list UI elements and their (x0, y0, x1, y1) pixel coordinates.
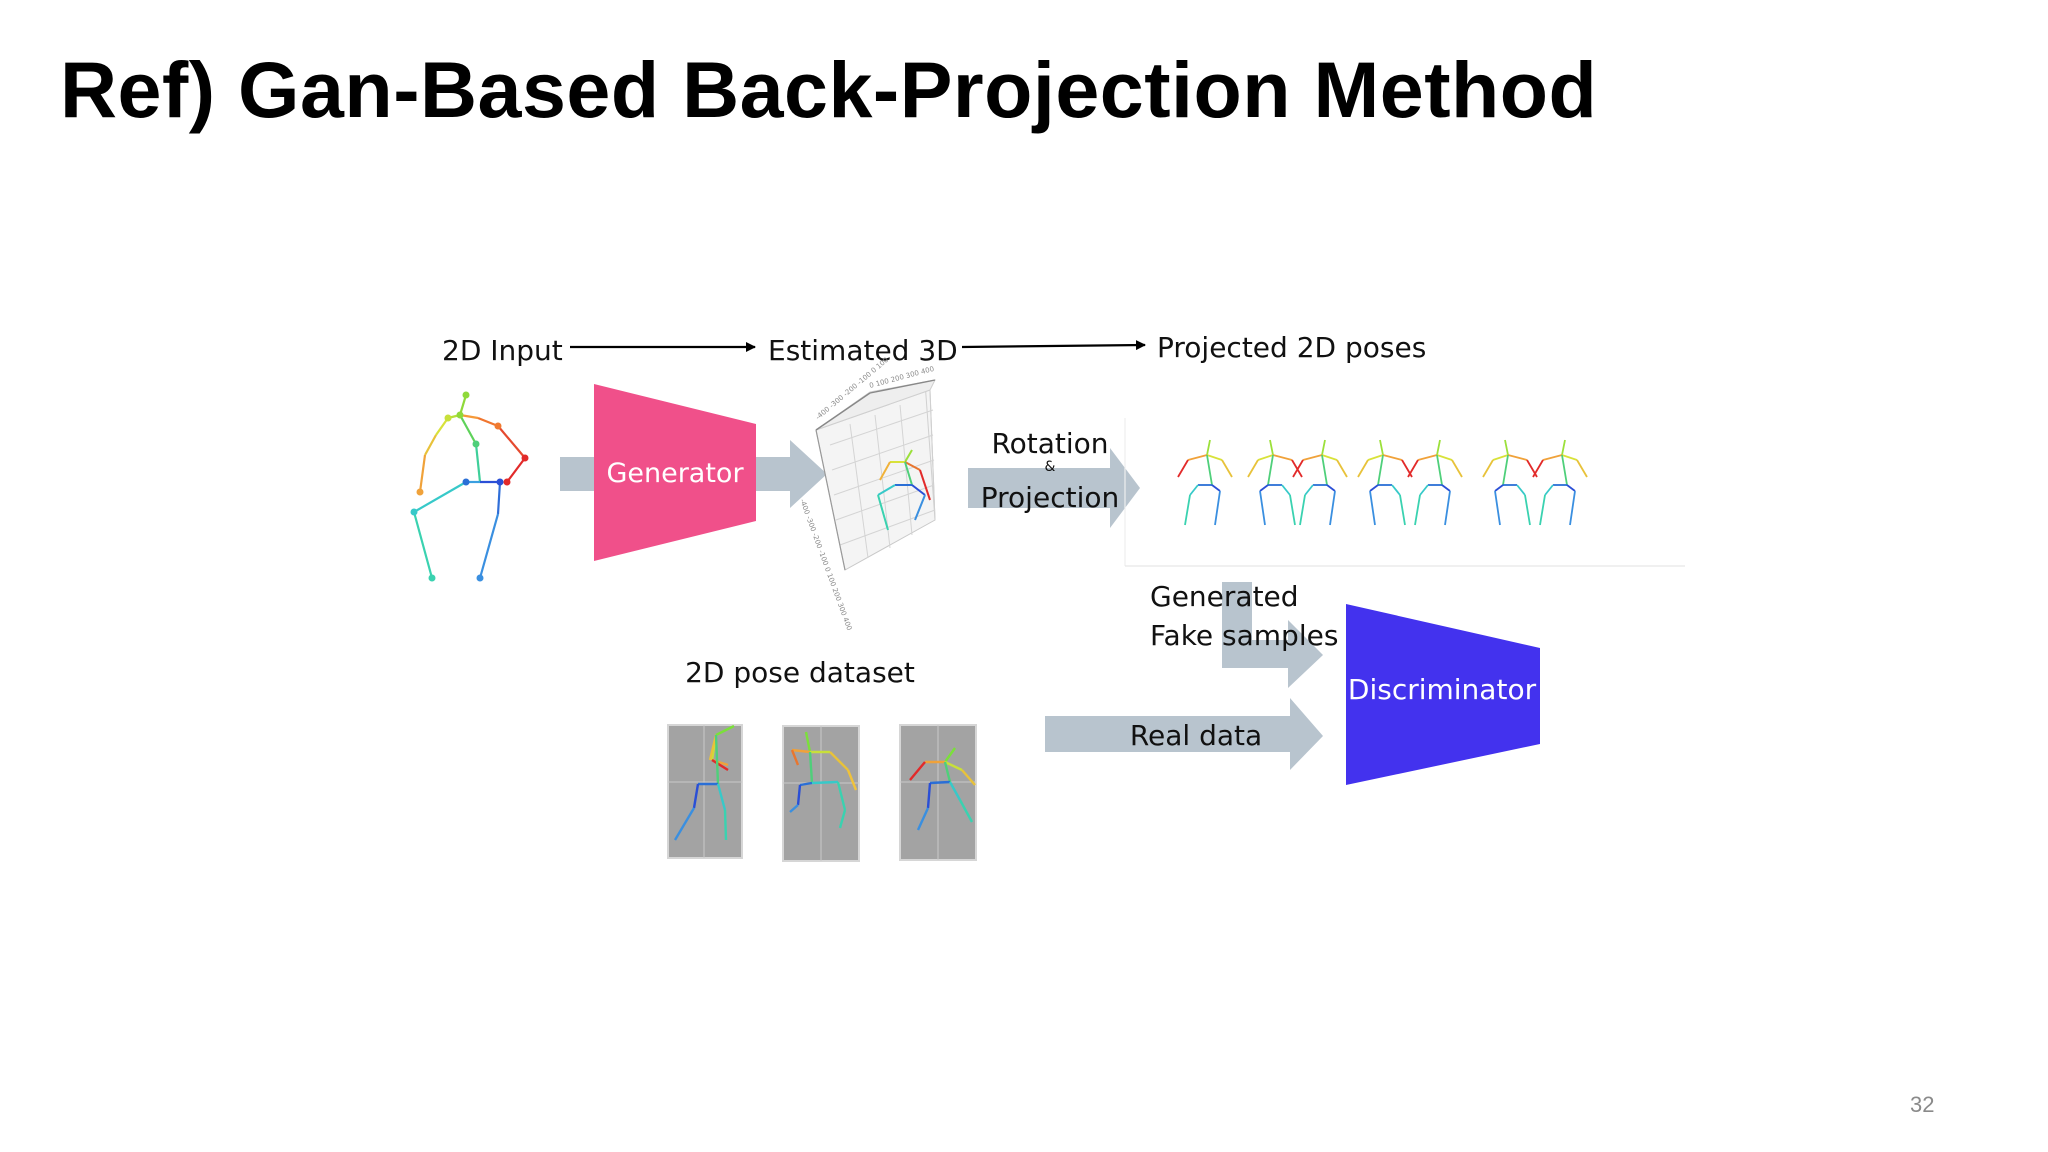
projected-pose-bone (1321, 454, 1338, 461)
projected-pose-bone (1177, 459, 1189, 478)
projected-pose-bone (1494, 490, 1501, 526)
projected-pose-bone (1391, 484, 1401, 496)
projected-pose-bone (1187, 454, 1208, 461)
projected-pose-bone (1267, 454, 1274, 486)
projected-pose-bone (1441, 484, 1451, 492)
projected-label: Projected 2D poses (1157, 331, 1426, 364)
projected-pose-bone (1561, 439, 1566, 456)
projected-pose-bone (1516, 484, 1526, 496)
projected-pose-bone (1272, 454, 1293, 461)
projected-pose-bone (1299, 494, 1306, 526)
projected-pose-bone (1482, 459, 1494, 478)
projected-pose-bone (1189, 484, 1199, 496)
projected-pose-bone (1214, 490, 1221, 526)
projected-pose-bone (1576, 459, 1588, 478)
dataset-label: 2D pose dataset (685, 656, 915, 689)
projected-pose-bone (1292, 459, 1304, 478)
projected-pose-bone (1329, 490, 1336, 526)
projected-poses-panel (1124, 418, 1685, 567)
input-skeleton-joints (410, 391, 529, 582)
projected-pose-bone (1247, 459, 1259, 478)
projected-pose-bone (1502, 454, 1509, 486)
projected-pose-bone (1507, 454, 1528, 461)
projected-pose-bone (1436, 454, 1443, 486)
projected-pose-bone (1532, 459, 1544, 478)
projected-pose-bone (1336, 459, 1348, 478)
estimated-3d-plot: -400 -300 -200 -100 0 100 0 100 200 300 … (798, 356, 936, 632)
projected-pose-bone (1566, 484, 1576, 492)
projected-pose-bone (1382, 454, 1403, 461)
projected-pose-bone (1561, 454, 1578, 461)
projected-pose-bone (1302, 454, 1323, 461)
arrow-estimated-to-projected (961, 340, 1146, 351)
projected-pose-bone (1492, 454, 1509, 461)
input-skeleton (412, 394, 526, 579)
projected-pose-bone (1357, 459, 1369, 478)
projected-pose-bone (1414, 494, 1421, 526)
generated-label-line2: Fake samples (1150, 619, 1338, 652)
projected-pose-bone (1407, 459, 1419, 478)
slide-title: Ref) Gan-Based Back-Projection Method (60, 45, 1598, 134)
projected-pose-bone (1369, 484, 1379, 492)
projected-pose-bone (1399, 494, 1406, 526)
projected-pose-bone (1494, 484, 1504, 492)
projected-pose-bone (1321, 454, 1328, 486)
ampersand-label: & (1045, 459, 1056, 475)
projected-pose-bone (1417, 454, 1438, 461)
estimated-label: Estimated 3D (768, 334, 958, 367)
projected-pose-bone (1281, 484, 1291, 496)
projected-pose-bone (1369, 490, 1376, 526)
discriminator-label: Discriminator (1348, 673, 1537, 706)
projected-pose-bone (1524, 494, 1531, 526)
projected-pose-bone (1542, 454, 1563, 461)
page-number: 32 (1910, 1092, 1935, 1117)
dataset-tile-3 (899, 724, 977, 861)
generator-block (594, 384, 756, 561)
projected-pose-bone (1206, 454, 1213, 486)
projected-pose-bone (1257, 454, 1274, 461)
projected-pose-bone (1304, 484, 1314, 496)
projected-pose-bone (1451, 459, 1463, 478)
projected-pose-bone (1289, 494, 1296, 526)
arrow-rotation-projection (968, 448, 1140, 528)
projected-pose-bone (1419, 484, 1429, 496)
projected-pose-bone (1206, 454, 1223, 461)
input-label: 2D Input (442, 334, 563, 367)
projected-pose-bone (1544, 484, 1554, 496)
projected-skeletons (1177, 439, 1588, 526)
projected-pose-bone (1211, 484, 1221, 492)
projected-pose-bone (1436, 439, 1441, 456)
projection-label: Projection (981, 481, 1119, 514)
projected-pose-bone (1377, 454, 1384, 486)
projected-pose-bone (1561, 454, 1568, 486)
arrow-generated-fake (1222, 582, 1323, 688)
generator-label: Generator (606, 458, 744, 489)
projected-pose-bone (1259, 484, 1269, 492)
projected-pose-bone (1321, 439, 1326, 456)
dataset-tile-2 (782, 725, 860, 862)
projected-pose-bone (1539, 494, 1546, 526)
projected-pose-bone (1569, 490, 1576, 526)
real-data-label: Real data (1130, 719, 1262, 752)
projected-pose-bone (1326, 484, 1336, 492)
projected-pose-bone (1221, 459, 1233, 478)
projected-pose-bone (1367, 454, 1384, 461)
projected-pose-bone (1436, 454, 1453, 461)
rotation-label: Rotation (991, 427, 1108, 460)
discriminator-block (1346, 604, 1540, 785)
generated-label-line1: Generated (1150, 580, 1299, 613)
projected-pose-bone (1269, 439, 1274, 456)
projected-pose-bone (1444, 490, 1451, 526)
projected-pose-bone (1206, 439, 1211, 456)
arrow-real-data (1045, 698, 1323, 770)
dataset-tile-1 (667, 724, 743, 859)
projected-pose-bone (1259, 490, 1266, 526)
input-arrow-stub (560, 457, 596, 491)
projected-pose-bone (1379, 439, 1384, 456)
arrow-generator-to-3d (756, 440, 827, 508)
projected-pose-bone (1504, 439, 1509, 456)
projected-pose-bone (1184, 494, 1191, 526)
